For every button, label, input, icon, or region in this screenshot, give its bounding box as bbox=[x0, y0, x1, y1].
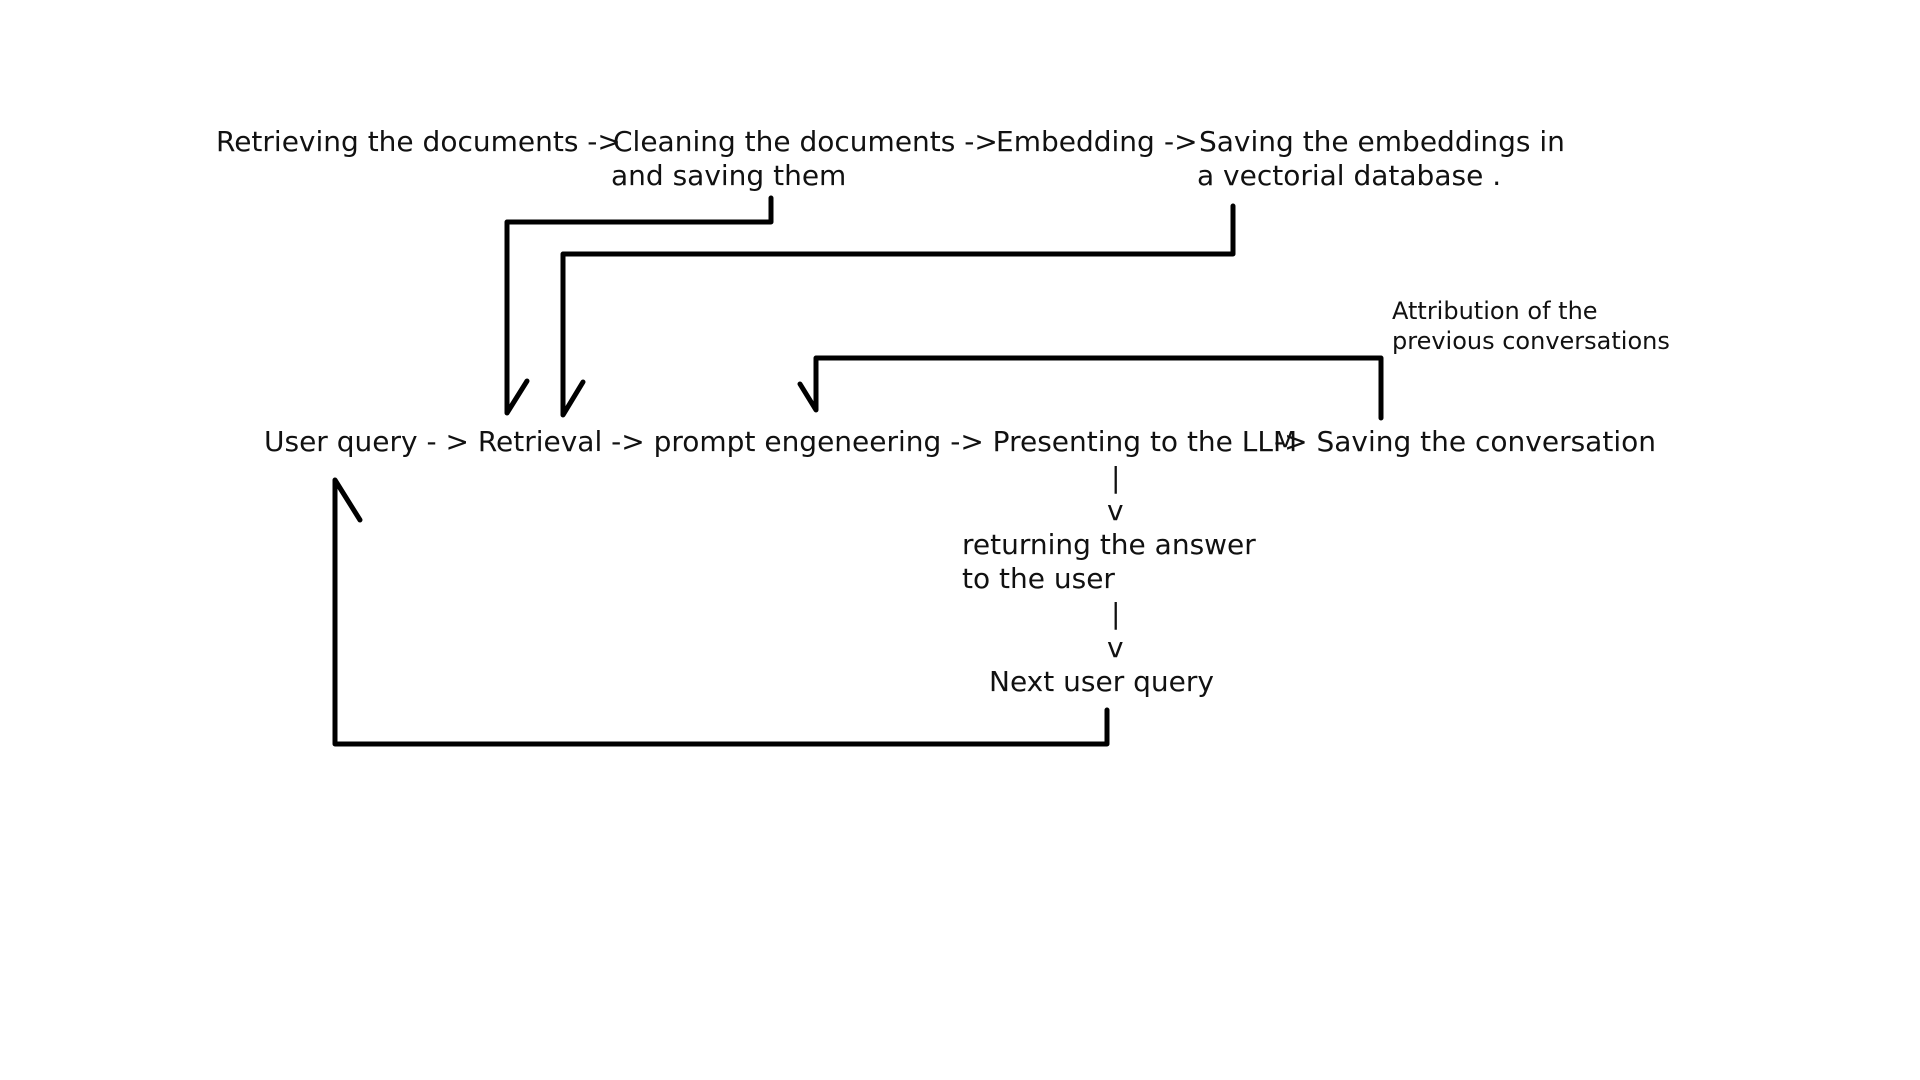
step-saving-conversation: -> Saving the conversation bbox=[1274, 425, 1656, 458]
step-saving-embeddings-line1: Saving the embeddings in bbox=[1199, 125, 1565, 158]
step-embedding: Embedding bbox=[996, 125, 1155, 158]
step-saving-embeddings-line2: a vectorial database . bbox=[1197, 159, 1502, 192]
step-returning-answer-line1: returning the answer bbox=[962, 528, 1256, 561]
vertical-pipe-2: | bbox=[1111, 597, 1121, 630]
step-cleaning-documents-line2: and saving them bbox=[611, 159, 847, 192]
vertical-pipe-1: | bbox=[1111, 461, 1121, 494]
step-returning-answer-line2: to the user bbox=[962, 562, 1115, 595]
connector-attribution-to-prompt bbox=[797, 355, 1384, 421]
query-pipeline-row: User query - > Retrieval -> prompt engen… bbox=[264, 425, 1298, 458]
connector-embeddings-to-retrieval bbox=[560, 203, 1236, 418]
attribution-note-line1: Attribution of the bbox=[1392, 297, 1598, 325]
arrow-to-saving-embeddings: -> bbox=[1164, 125, 1198, 158]
step-retrieving-documents: Retrieving the documents -> bbox=[216, 125, 621, 158]
step-next-user-query: Next user query bbox=[989, 665, 1214, 698]
down-arrow-1: v bbox=[1107, 494, 1124, 527]
down-arrow-2: v bbox=[1107, 631, 1124, 664]
attribution-note-line2: previous conversations bbox=[1392, 327, 1670, 355]
step-cleaning-documents-line1: Cleaning the documents -> bbox=[613, 125, 998, 158]
connector-next-query-loop bbox=[332, 477, 1110, 747]
connector-cleaning-to-retrieval bbox=[504, 195, 774, 416]
